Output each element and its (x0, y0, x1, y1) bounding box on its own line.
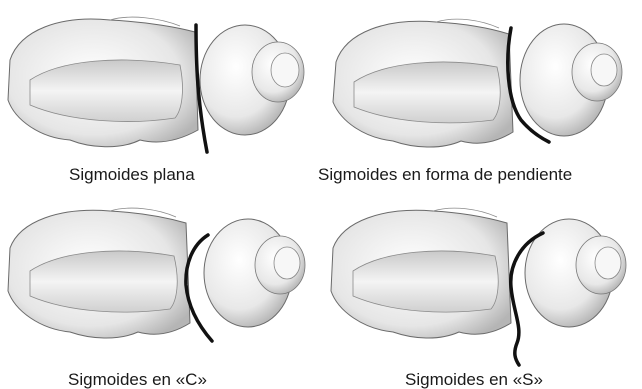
caption-c: Sigmoides en «C» (68, 371, 207, 388)
panel-s-sigmoid: Sigmoides en «S» (321, 193, 642, 386)
panel-flat-sigmoid: Sigmoides plana (0, 0, 321, 193)
ulna-bone (331, 208, 511, 338)
caption-flat: Sigmoides plana (69, 166, 195, 183)
radial-head (204, 219, 305, 327)
radial-head (520, 24, 622, 136)
caption-slope: Sigmoides en forma de pendiente (318, 166, 572, 183)
ulna-bone (8, 208, 190, 338)
panel-slope-sigmoid: Sigmoides en forma de pendiente (321, 0, 642, 193)
caption-s: Sigmoides en «S» (405, 371, 543, 388)
ulna-bone (8, 17, 198, 147)
ulna-bone (333, 19, 513, 147)
radial-head (200, 25, 304, 135)
ulna-radius-illustration (321, 193, 642, 386)
panel-c-sigmoid: Sigmoides en «C» (0, 193, 321, 386)
ulna-radius-illustration (0, 193, 321, 386)
